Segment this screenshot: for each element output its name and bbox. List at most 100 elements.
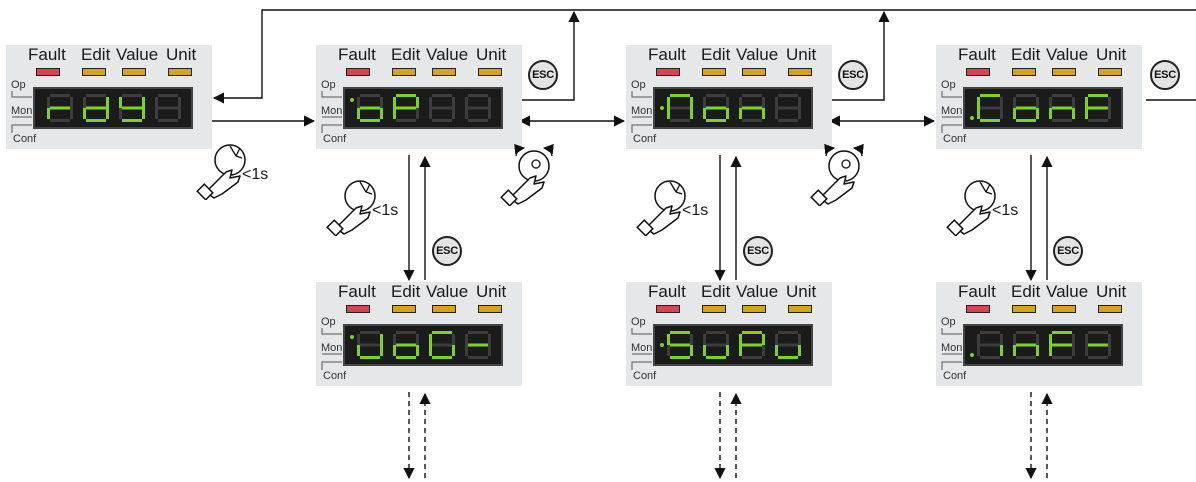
segment <box>468 94 488 97</box>
segment <box>357 108 360 119</box>
display-digit <box>119 94 145 127</box>
edit-led <box>392 68 416 76</box>
edit-led <box>1012 305 1036 313</box>
mode-op-label: Op <box>631 316 646 328</box>
display-digit <box>155 94 181 127</box>
display-digit <box>739 331 765 364</box>
segment <box>465 334 468 345</box>
esc-button[interactable]: ESC <box>1150 60 1180 90</box>
segment <box>106 97 109 108</box>
segment <box>416 97 419 108</box>
value-label: Value <box>736 45 779 64</box>
segment <box>739 108 742 119</box>
segment <box>1049 108 1052 119</box>
segment <box>1052 106 1072 110</box>
unit-label: Unit <box>166 45 197 64</box>
segment <box>393 345 396 356</box>
segment <box>158 119 178 122</box>
segment <box>488 108 491 119</box>
fault-label: Fault <box>338 282 376 301</box>
panel-inf: Fault Edit Value Unit Op Mon Conf <box>936 282 1142 386</box>
esc-button[interactable]: ESC <box>1053 236 1083 266</box>
value-led <box>122 68 146 76</box>
display-digit <box>775 331 801 364</box>
panel-supv: Fault Edit Value Unit Op Mon Conf <box>626 282 832 386</box>
segment <box>86 119 106 122</box>
segment <box>1085 108 1088 119</box>
segment <box>432 106 452 110</box>
segment <box>798 108 801 119</box>
segment <box>739 97 742 108</box>
mode-op-label: Op <box>321 79 336 91</box>
segment <box>690 108 693 119</box>
edit-led <box>392 305 416 313</box>
mode-conf-label: Conf <box>633 133 657 145</box>
segment <box>667 345 670 356</box>
segment <box>1108 334 1111 345</box>
segment <box>158 106 178 110</box>
display-digit <box>703 94 729 127</box>
segment <box>706 119 726 122</box>
edit-label: Edit <box>391 282 421 301</box>
press-knob-hand-icon <box>326 172 390 241</box>
mode-indicator-dot <box>350 335 354 339</box>
display-digit <box>1013 94 1039 127</box>
segment <box>396 331 416 334</box>
segment <box>977 345 980 356</box>
edit-led <box>702 68 726 76</box>
value-led <box>742 305 766 313</box>
segment <box>775 345 778 356</box>
esc-button[interactable]: ESC <box>528 60 558 90</box>
segment <box>778 331 798 334</box>
segment <box>1088 331 1108 334</box>
segment <box>83 108 86 119</box>
segment <box>142 97 145 108</box>
segment <box>690 334 693 345</box>
segment <box>357 345 360 356</box>
segment <box>488 345 491 356</box>
press-time-label: <1s <box>372 202 399 219</box>
segment <box>468 119 488 122</box>
fault-led <box>346 305 370 313</box>
edit-led <box>1012 68 1036 76</box>
segment <box>1016 106 1036 110</box>
value-label: Value <box>1046 45 1089 64</box>
segment <box>47 108 50 119</box>
mode-mon-label: Mon <box>631 105 653 117</box>
display-digit <box>1049 94 1075 127</box>
segment <box>465 97 468 108</box>
mode-mon-label: Mon <box>321 342 343 354</box>
segment <box>667 108 670 119</box>
segment <box>977 108 980 119</box>
seven-segment-display <box>343 324 503 366</box>
segment <box>1036 108 1039 119</box>
panel-conf: Fault Edit Value Unit Op Mon Conf <box>936 45 1142 149</box>
mode-bracket <box>941 328 962 370</box>
panel-op: Fault Edit Value Unit Op Mon Conf <box>316 45 522 149</box>
segment <box>739 334 742 345</box>
segment <box>739 345 742 356</box>
esc-button[interactable]: ESC <box>838 60 868 90</box>
segment <box>122 119 142 122</box>
segment <box>726 334 729 345</box>
mode-mon-label: Mon <box>941 342 963 354</box>
display-digit <box>465 331 491 364</box>
mode-mon-label: Mon <box>321 105 343 117</box>
segment <box>416 345 419 356</box>
segment <box>1088 94 1108 97</box>
esc-button[interactable]: ESC <box>432 236 462 266</box>
edit-led <box>82 68 106 76</box>
segment <box>1085 345 1088 356</box>
fault-led <box>966 305 990 313</box>
segment <box>1013 97 1016 108</box>
unit-label: Unit <box>1096 45 1127 64</box>
segment <box>360 119 380 122</box>
segment <box>429 334 432 345</box>
value-label: Value <box>736 282 779 301</box>
segment <box>393 97 396 108</box>
segment <box>1013 334 1016 345</box>
segment <box>468 106 488 110</box>
seven-segment-display <box>653 87 813 129</box>
esc-button[interactable]: ESC <box>743 236 773 266</box>
segment <box>142 108 145 119</box>
